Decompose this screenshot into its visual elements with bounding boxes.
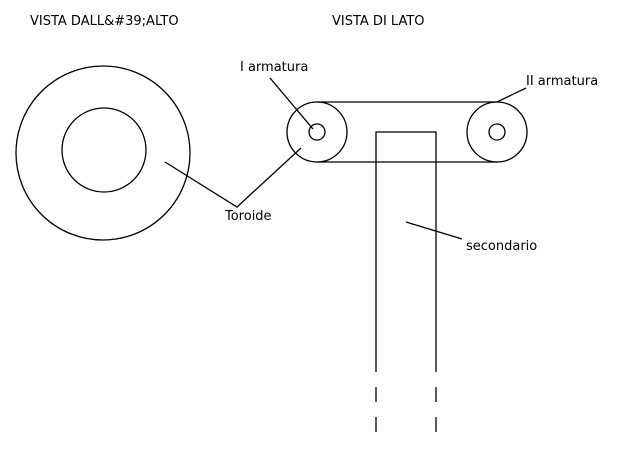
second-armature-leader [496, 87, 527, 103]
second-armature-section [488, 123, 506, 141]
toroid-label: Toroide [224, 209, 272, 224]
toroid-leader [164, 147, 302, 208]
first-armature-leader [269, 77, 314, 130]
toroid-inner-top-view [61, 107, 147, 193]
toroid-outer-top-view [15, 65, 191, 241]
side-view-title: VISTA DI LATO [332, 14, 425, 29]
toroid-right-section [466, 101, 528, 163]
first-armature-label: I armatura [240, 60, 308, 75]
top-view-title: VISTA DALL&#39;ALTO [30, 14, 179, 29]
secondary-label: secondario [466, 239, 537, 254]
first-armature-section [308, 123, 326, 141]
secondary-conductor [375, 131, 437, 432]
secondary-leader [405, 221, 463, 240]
second-armature-label: II armatura [526, 74, 598, 89]
